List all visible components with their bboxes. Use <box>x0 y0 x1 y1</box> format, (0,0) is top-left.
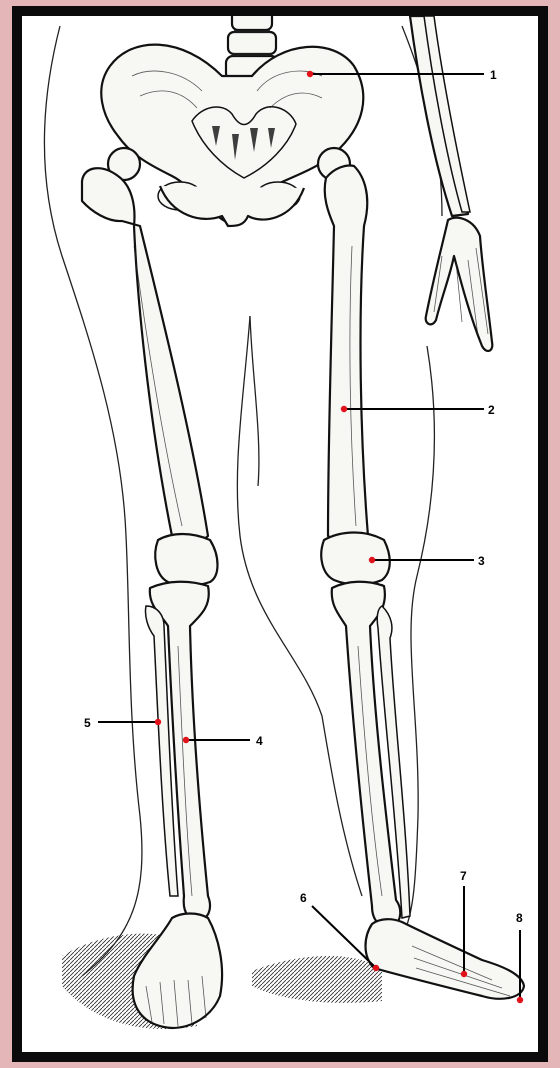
marker-6 <box>373 965 379 971</box>
marker-4 <box>183 737 189 743</box>
illustration-canvas: 1 2 3 4 5 6 7 8 <box>22 16 538 1052</box>
tibia-fibula-right <box>332 582 410 927</box>
label-7: 7 <box>460 869 467 883</box>
marker-8 <box>517 997 523 1003</box>
tibia-fibula-left <box>145 582 210 921</box>
label-2: 2 <box>488 403 495 417</box>
label-3: 3 <box>478 554 485 568</box>
image-frame: 1 2 3 4 5 6 7 8 <box>12 6 548 1062</box>
foot-left <box>133 914 222 1029</box>
arm-and-hand <box>410 16 492 351</box>
marker-2 <box>341 406 347 412</box>
foot-right <box>366 919 525 999</box>
label-6: 6 <box>300 891 307 905</box>
label-1: 1 <box>490 68 497 82</box>
skeleton-illustration: 1 2 3 4 5 6 7 8 <box>22 16 538 1052</box>
marker-1 <box>307 71 313 77</box>
marker-3 <box>369 557 375 563</box>
femur-right <box>318 148 390 585</box>
marker-5 <box>155 719 161 725</box>
label-8: 8 <box>516 911 523 925</box>
label-4: 4 <box>256 734 263 748</box>
label-5: 5 <box>84 716 91 730</box>
marker-7 <box>461 971 467 977</box>
